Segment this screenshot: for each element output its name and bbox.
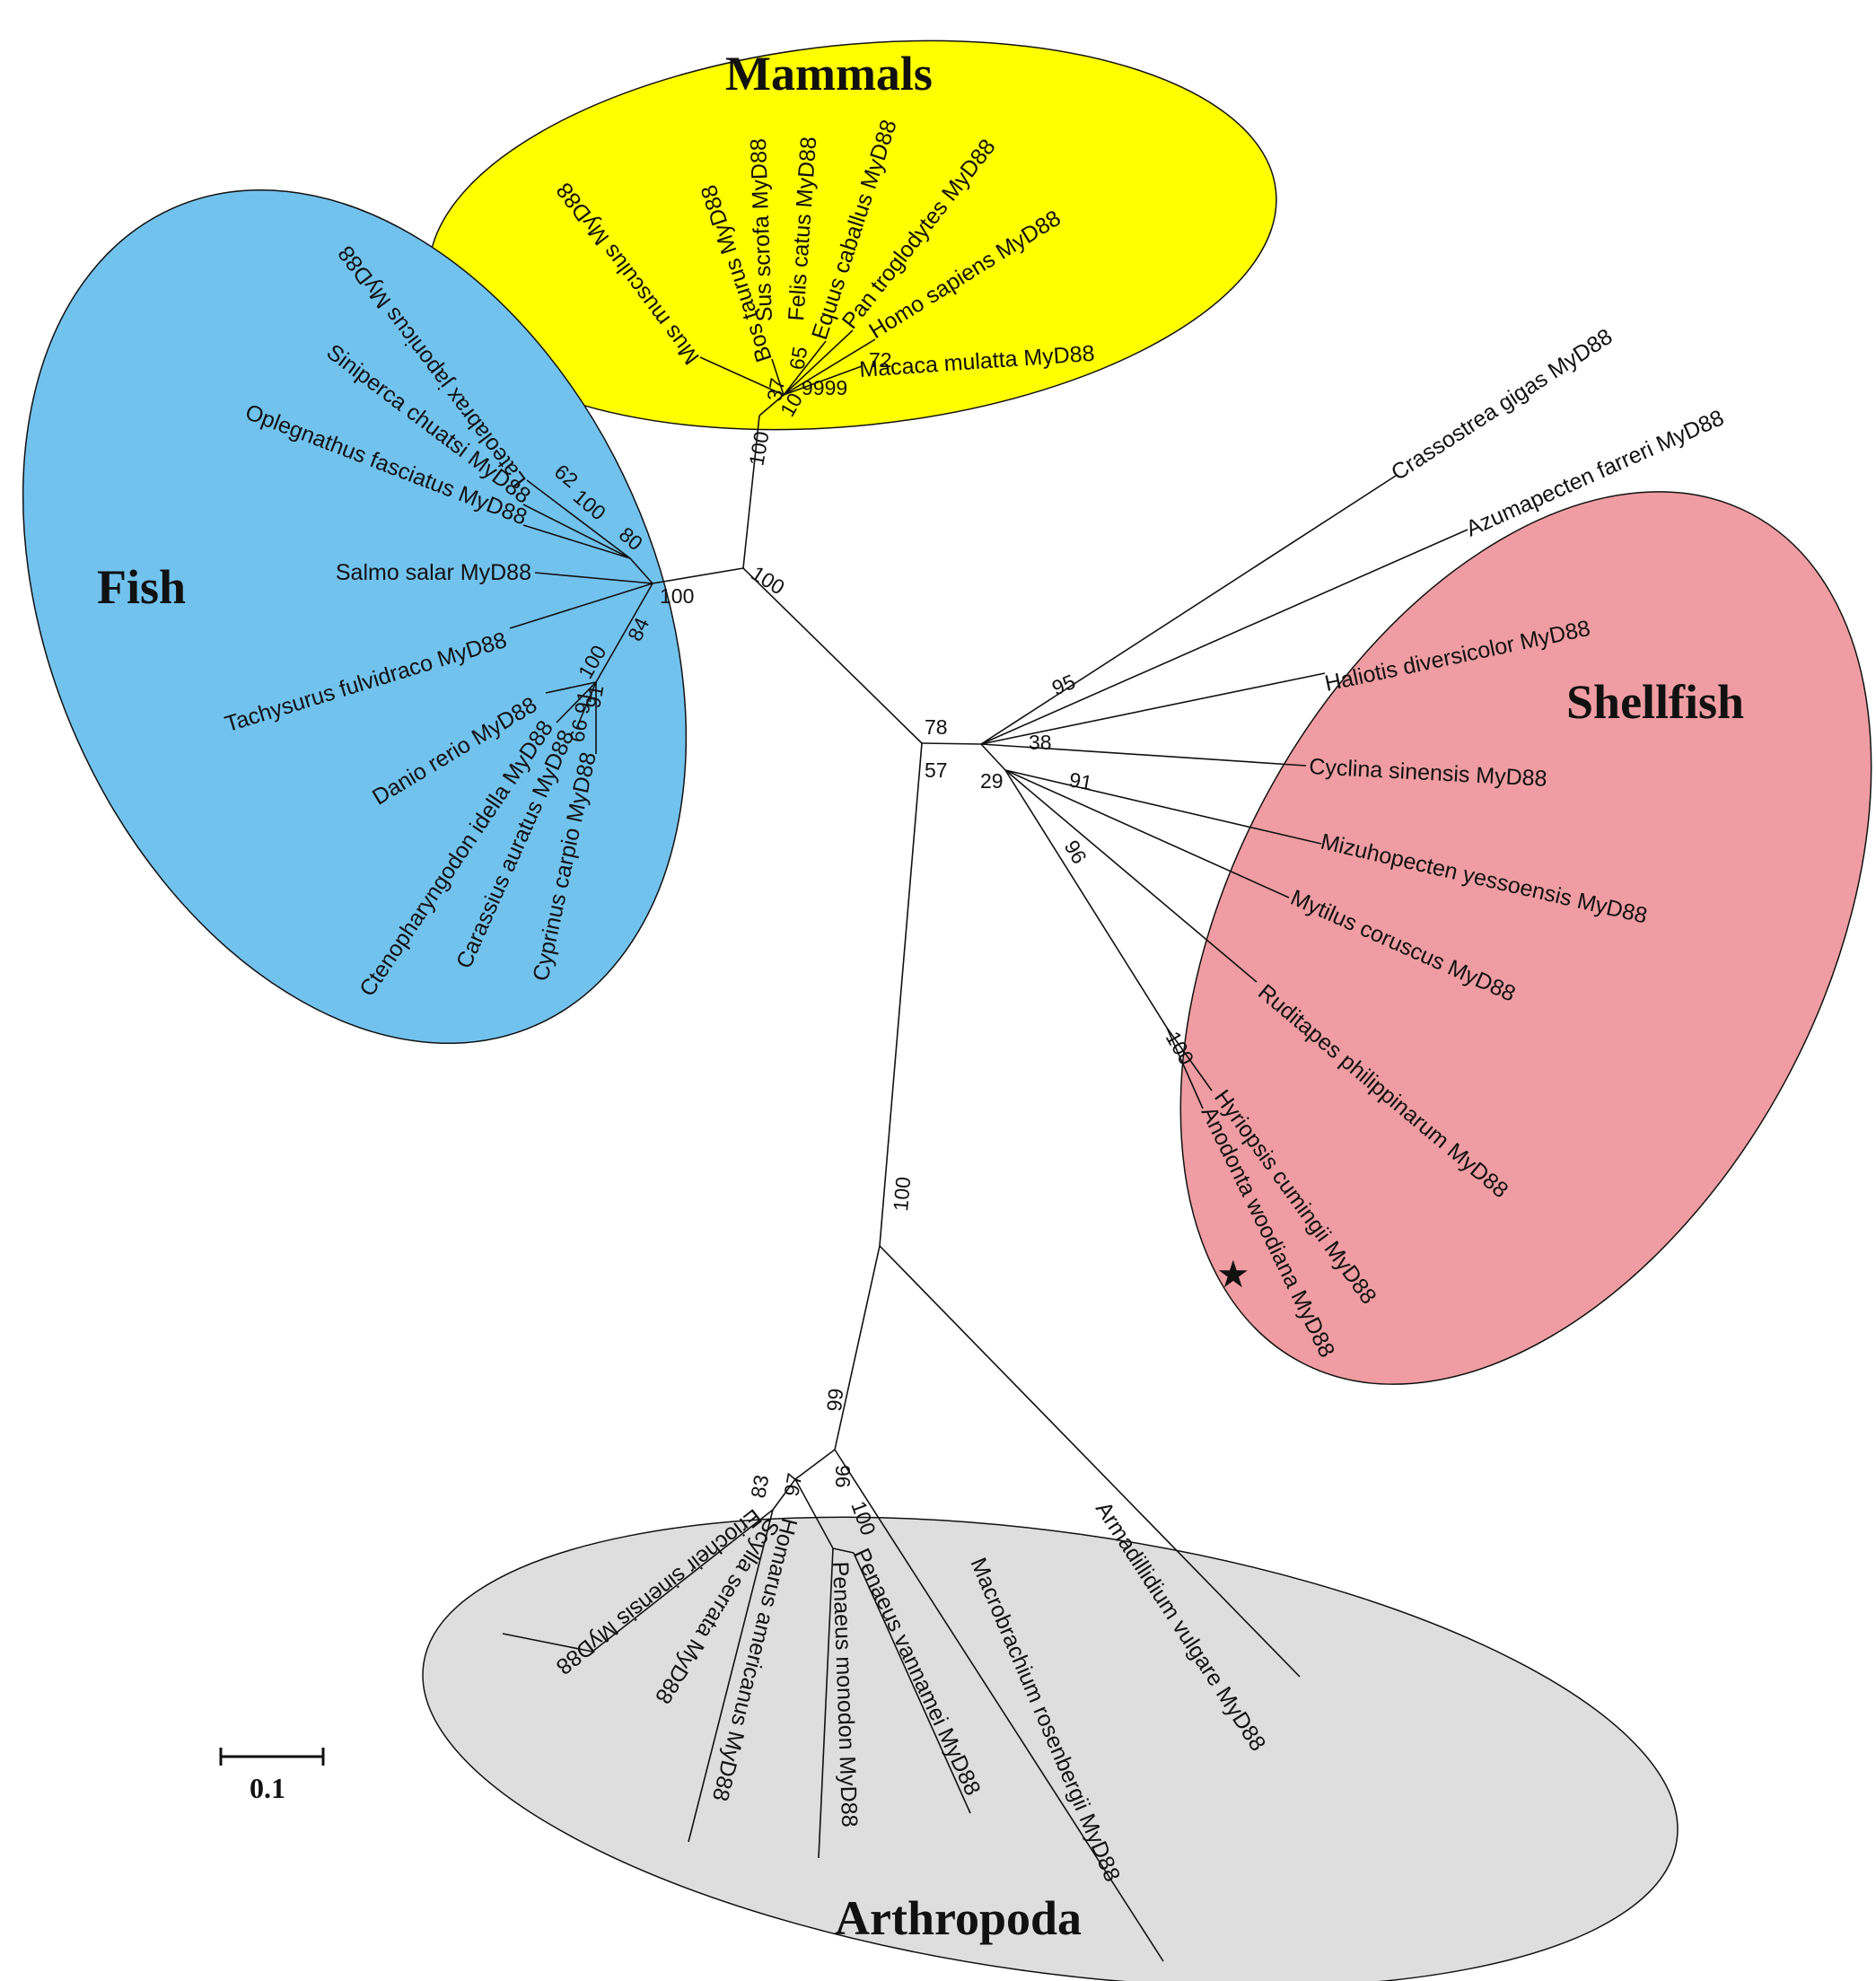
bootstrap-value: 97 (779, 1471, 806, 1498)
taxon-label: Crassostrea gigas MyD88 (1387, 324, 1617, 486)
bootstrap-value: 78 (925, 715, 948, 739)
branch (526, 479, 631, 559)
branch (545, 681, 597, 694)
scale-bar: 0.1 (219, 1748, 325, 1804)
branch (783, 340, 827, 396)
arthropoda-ellipse (422, 1516, 1679, 1981)
branch (1004, 769, 1168, 1029)
bootstrap-value: 99 (822, 1388, 847, 1413)
branch (980, 475, 1397, 745)
branch (794, 1478, 834, 1549)
group-label-fish: Fish (97, 560, 186, 614)
branch (772, 1478, 796, 1511)
bootstrap-value: 38 (1029, 731, 1052, 754)
star-icon: ★ (1216, 1252, 1250, 1296)
bootstrap-value: 100 (747, 561, 788, 599)
shellfish-ellipse (1179, 491, 1872, 1385)
branch (980, 743, 1307, 767)
branch (1004, 769, 1322, 845)
bootstrap-value: 96 (831, 1465, 855, 1488)
branch (783, 365, 863, 396)
bootstrap-value: 100 (889, 1176, 915, 1212)
branch (980, 743, 1006, 771)
bootstrap-value: 57 (925, 758, 948, 782)
scale-bar-label: 0.1 (250, 1772, 285, 1804)
branch (699, 356, 785, 396)
bootstrap-value: 65 (785, 345, 811, 372)
branch (794, 1449, 836, 1480)
branch (742, 567, 923, 744)
bootstrap-value: 37 (762, 376, 789, 403)
branch (1166, 1027, 1204, 1109)
group-label-arthropoda: Arthropoda (835, 1891, 1082, 1945)
branch (879, 1245, 1301, 1678)
branch (1004, 769, 1290, 898)
branch (592, 1509, 774, 1652)
branch (771, 358, 785, 396)
bootstrap-value: 83 (746, 1473, 773, 1500)
branch (834, 1449, 1164, 1962)
branch (502, 1633, 593, 1652)
branch (834, 1245, 881, 1451)
taxon-label: Salmo salar MyD88 (336, 560, 531, 585)
branch (980, 672, 1326, 745)
branch (1166, 1027, 1213, 1091)
branch (575, 681, 597, 730)
bootstrap-value: 91 (1067, 767, 1094, 794)
tree-branches (502, 329, 1468, 1962)
branch (1004, 769, 1258, 983)
branch (879, 742, 923, 1247)
branch (818, 1547, 834, 1859)
bootstrap-value: 100 (660, 584, 694, 608)
branch (783, 329, 854, 396)
fish-ellipse (22, 188, 688, 1045)
branch (595, 583, 653, 683)
bootstrap-value: 91 (581, 683, 608, 710)
bootstrap-value: 95 (1048, 670, 1078, 700)
bootstrap-value: 29 (980, 769, 1004, 793)
branch (522, 504, 631, 559)
branch (758, 394, 785, 416)
branch (509, 583, 653, 629)
bootstrap-value: 96 (1060, 837, 1091, 868)
branch (853, 1552, 971, 1814)
branch (556, 681, 597, 723)
group-label-mammals: Mammals (725, 47, 933, 101)
branch (742, 415, 760, 569)
group-label-shellfish: Shellfish (1566, 675, 1744, 729)
branch (832, 1547, 855, 1554)
branch (534, 572, 653, 584)
bootstrap-value: 9999 (802, 376, 847, 399)
bootstrap-value: 100 (744, 430, 773, 468)
branch (980, 529, 1468, 745)
branch (629, 557, 653, 584)
bootstrap-value: 72 (869, 348, 892, 372)
branch (522, 524, 631, 559)
branch (921, 742, 982, 745)
branch (783, 338, 876, 396)
branch (688, 1509, 774, 1843)
branch (652, 567, 744, 584)
